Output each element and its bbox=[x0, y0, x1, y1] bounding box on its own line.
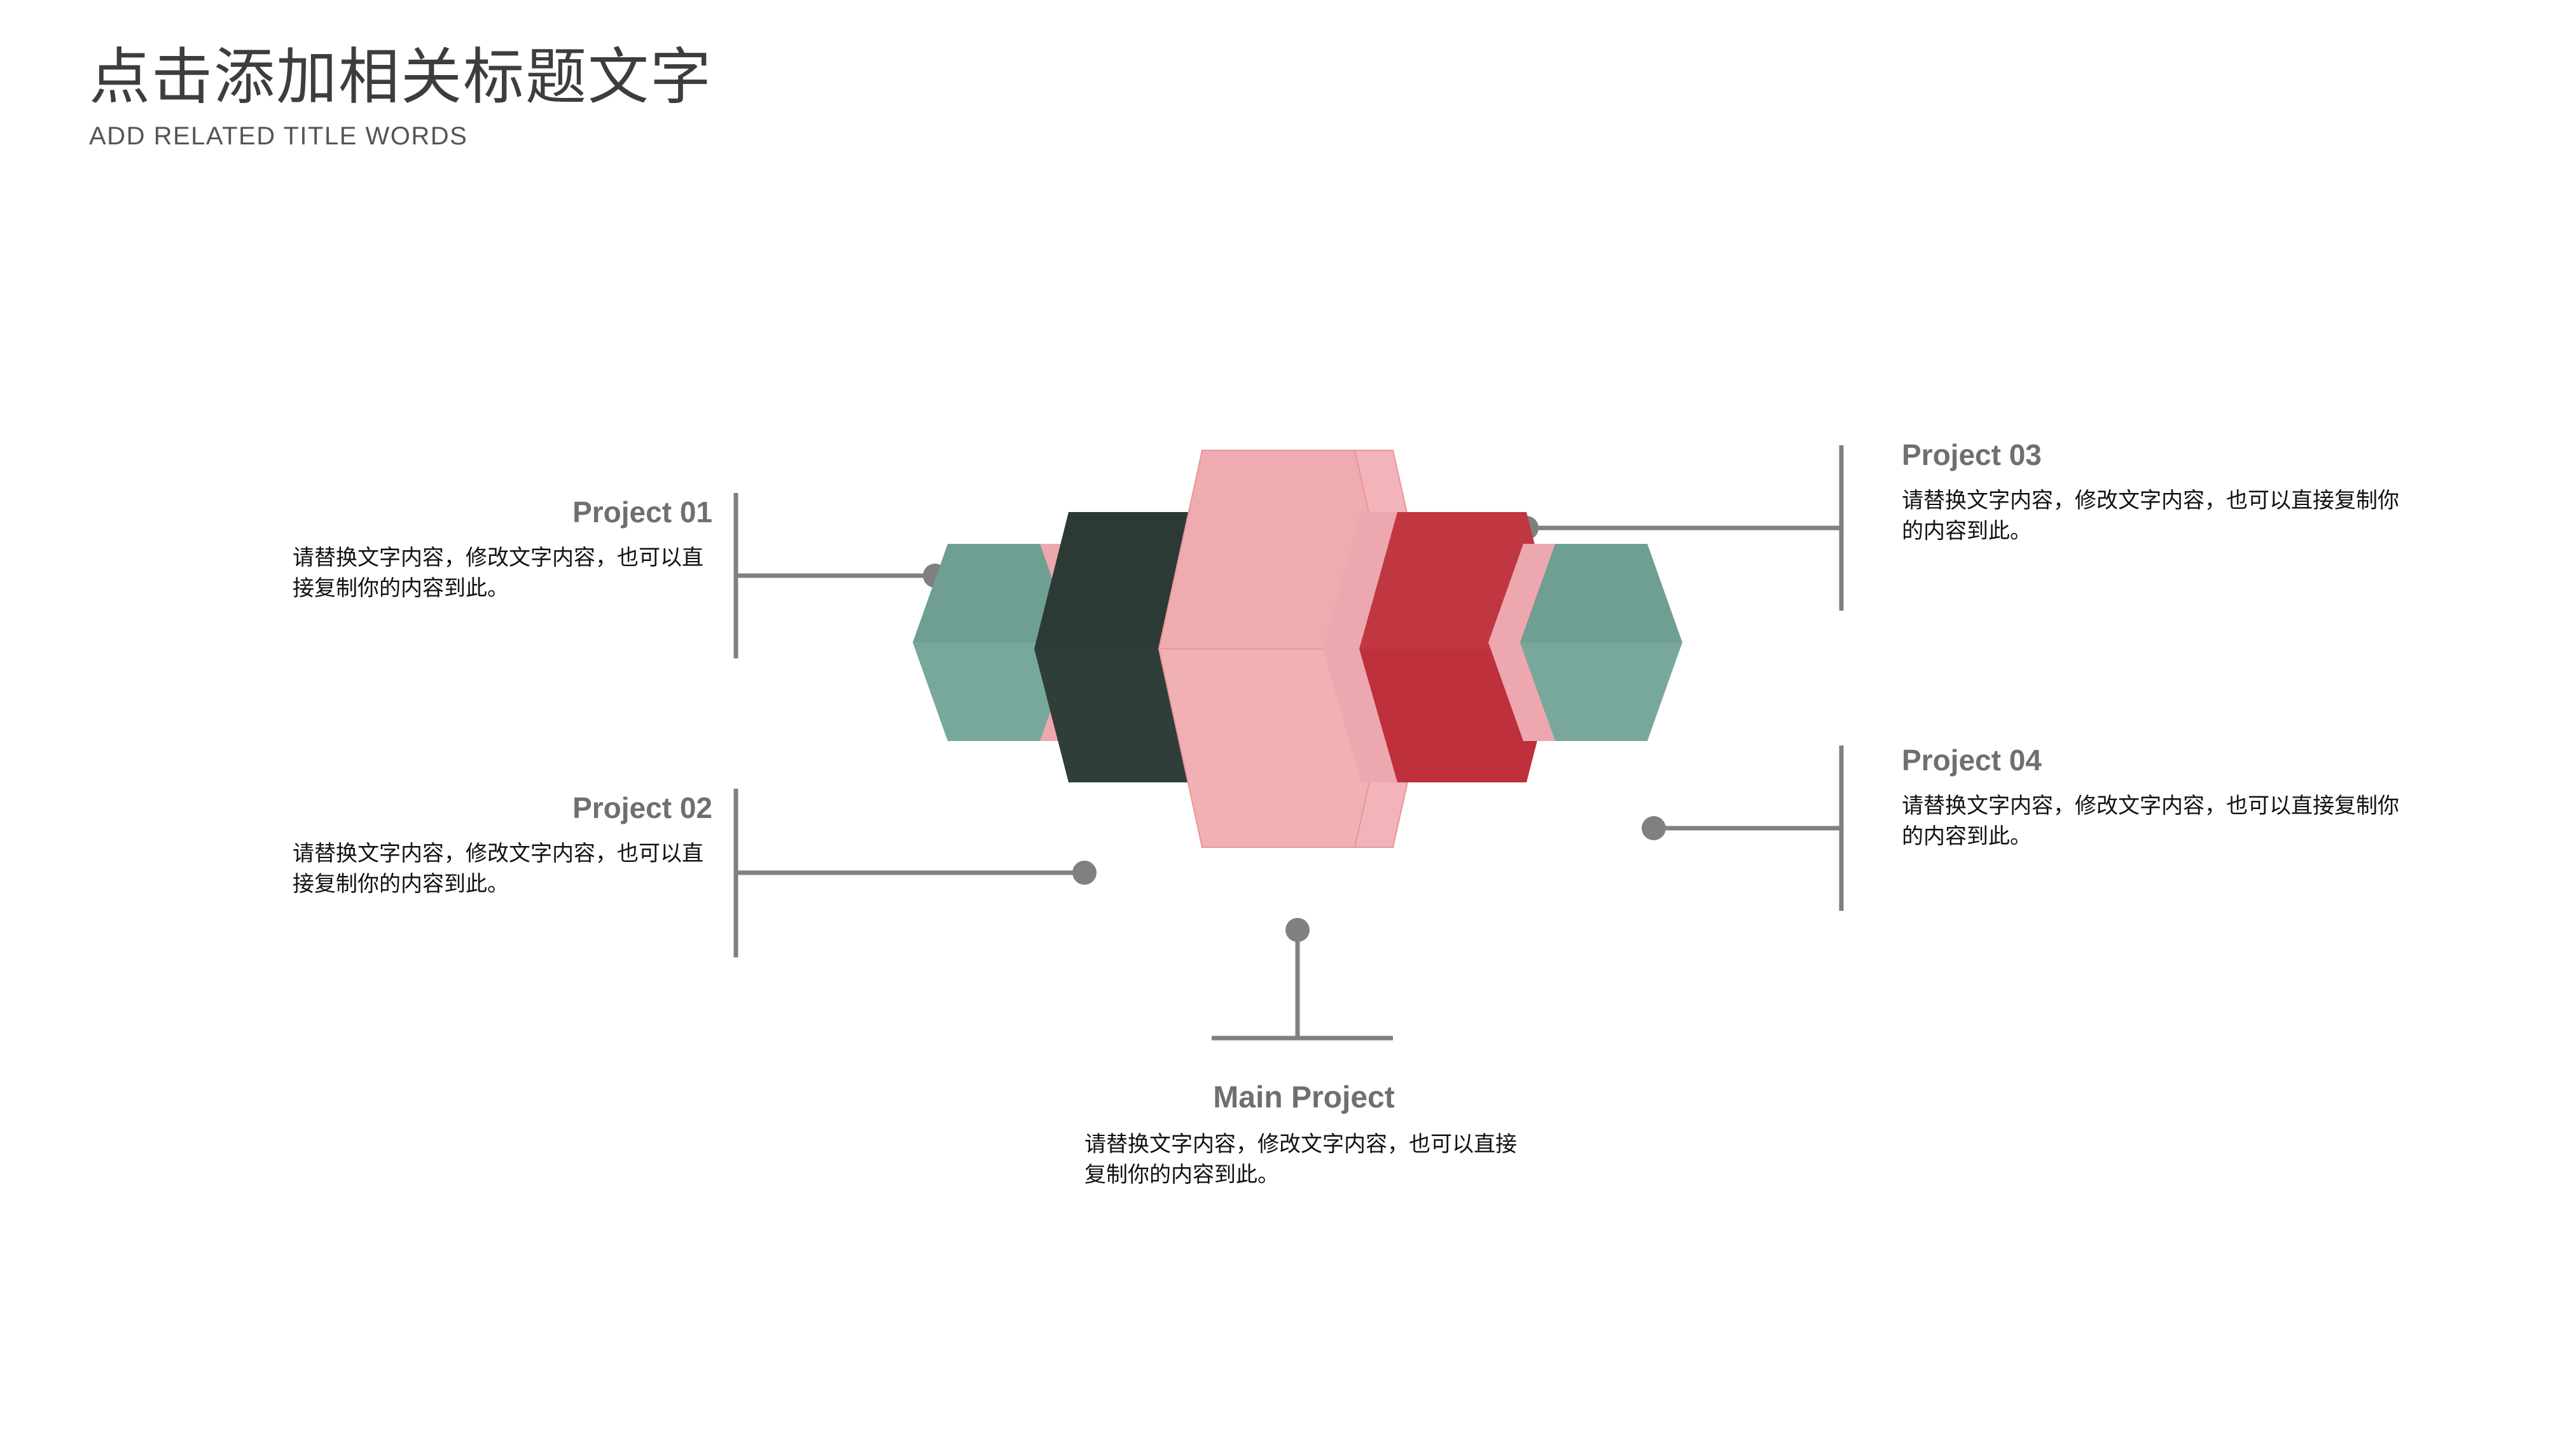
green-right-outer-face-bottom bbox=[1520, 642, 1682, 741]
chevron-prism-diagram bbox=[913, 450, 1682, 848]
green-left-outer-face-bottom bbox=[913, 642, 1075, 741]
slide-header: 点击添加相关标题文字 ADD RELATED TITLE WORDS bbox=[89, 45, 1361, 150]
green-left-outer-face-top bbox=[913, 544, 1075, 642]
green-right-outer-side bbox=[1488, 544, 1555, 741]
project-block-03: Project 03 请替换文字内容，修改文字内容，也可以直接复制你的内容到此。 bbox=[1902, 439, 2411, 546]
page-title: 点击添加相关标题文字 bbox=[89, 43, 712, 111]
project-block-01: Project 01 请替换文字内容，修改文字内容，也可以直接复制你的内容到此。 bbox=[178, 496, 712, 604]
main-project-body: 请替换文字内容，修改文字内容，也可以直接复制你的内容到此。 bbox=[1084, 1132, 1517, 1188]
shape-green-right-outer[interactable] bbox=[1488, 544, 1682, 741]
project-01-title: Project 01 bbox=[572, 496, 712, 529]
page-subtitle: ADD RELATED TITLE WORDS bbox=[89, 121, 468, 150]
project-02-title: Project 02 bbox=[572, 791, 712, 824]
project-block-02: Project 02 请替换文字内容，修改文字内容，也可以直接复制你的内容到此。 bbox=[178, 792, 712, 899]
project-block-04: Project 04 请替换文字内容，修改文字内容，也可以直接复制你的内容到此。 bbox=[1902, 744, 2411, 852]
project-01-body: 请替换文字内容，修改文字内容，也可以直接复制你的内容到此。 bbox=[293, 545, 703, 600]
project-03-title: Project 03 bbox=[1902, 438, 2042, 471]
main-project-block: Main Project 请替换文字内容，修改文字内容，也可以直接复制你的内容到… bbox=[1043, 1081, 1565, 1190]
main-project-title: Main Project bbox=[1213, 1081, 1395, 1114]
project-02-body: 请替换文字内容，修改文字内容，也可以直接复制你的内容到此。 bbox=[293, 841, 703, 896]
green-right-outer-face-top bbox=[1520, 544, 1682, 642]
project-04-title: Project 04 bbox=[1902, 744, 2042, 777]
project-04-body: 请替换文字内容，修改文字内容，也可以直接复制你的内容到此。 bbox=[1902, 793, 2399, 849]
project-03-body: 请替换文字内容，修改文字内容，也可以直接复制你的内容到此。 bbox=[1902, 488, 2399, 543]
red-side bbox=[1323, 512, 1397, 782]
